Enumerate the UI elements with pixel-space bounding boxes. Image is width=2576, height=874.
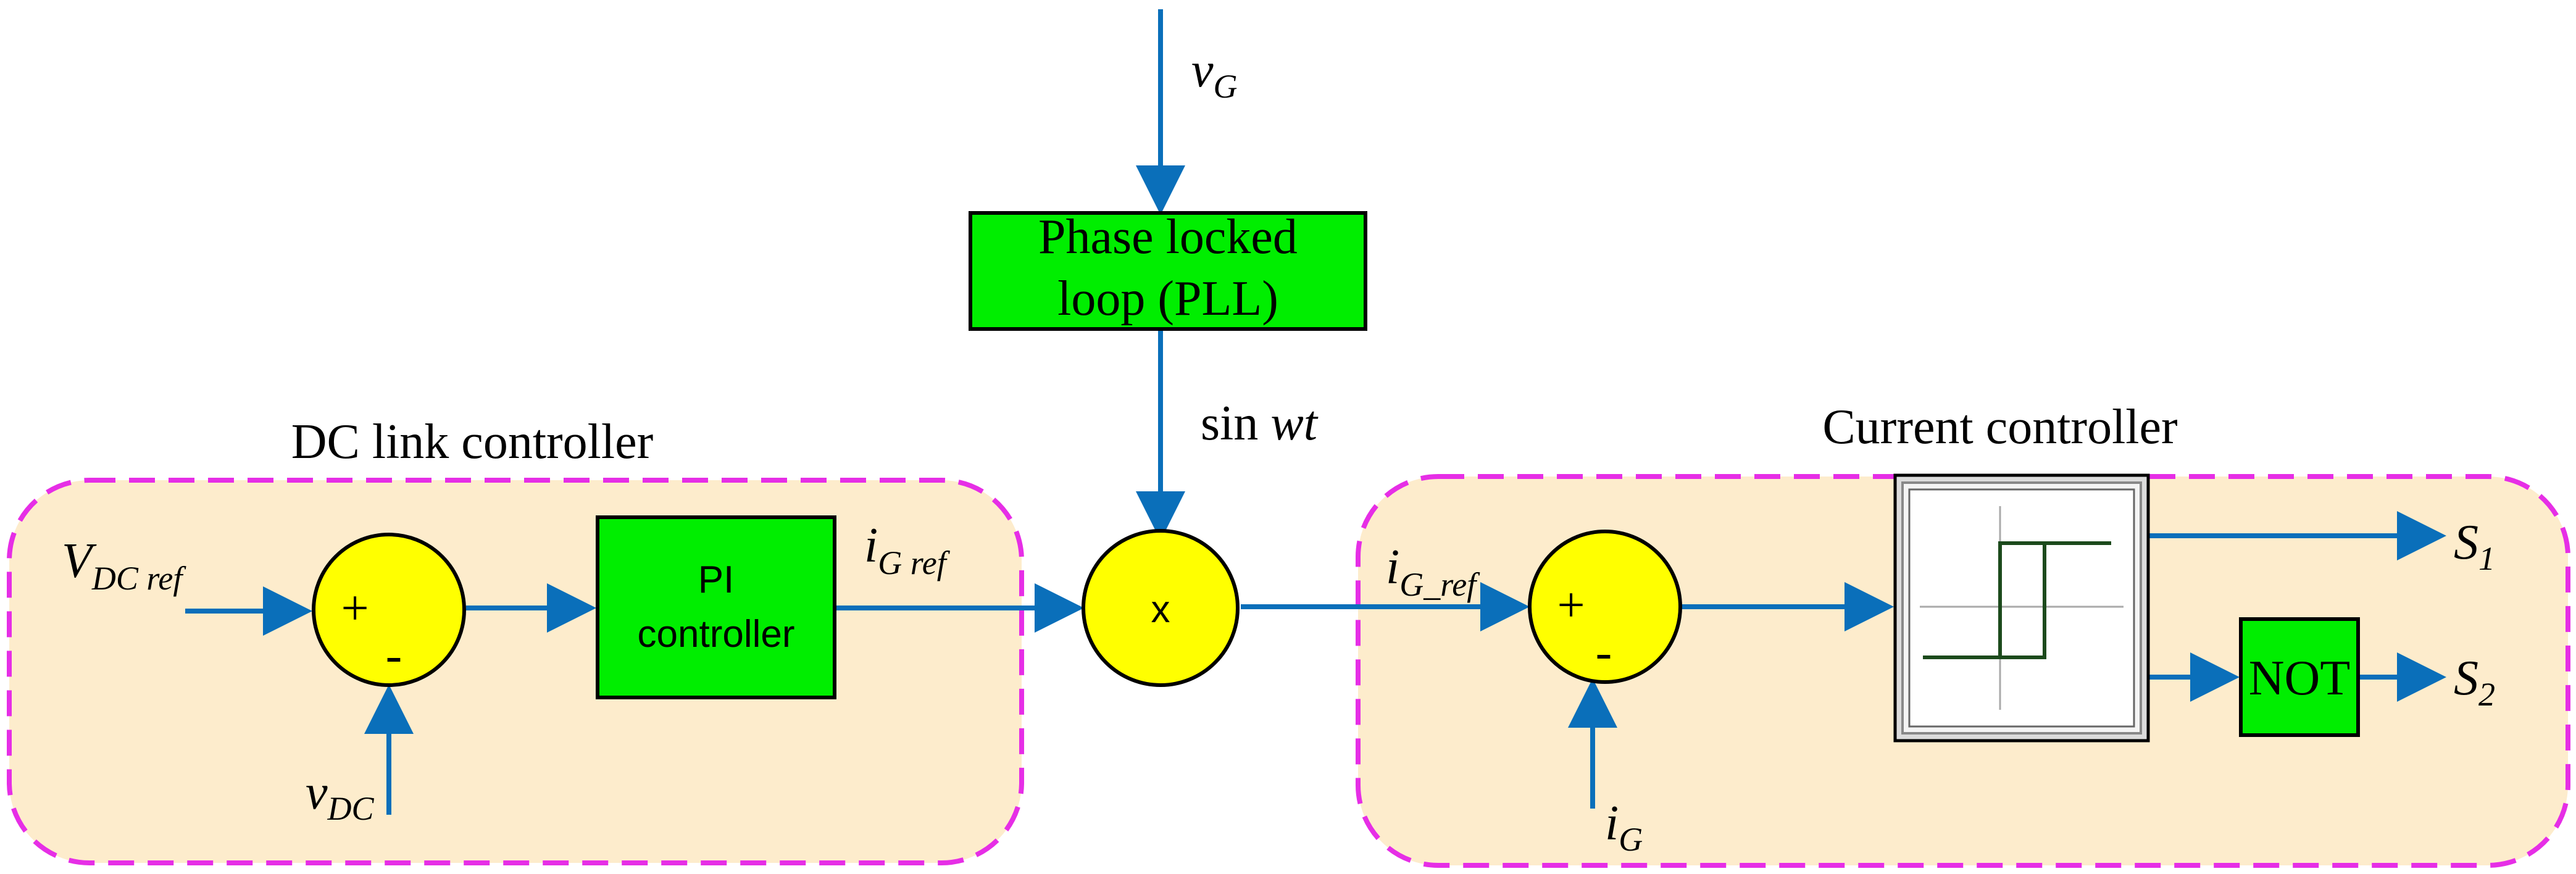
current-summing-junction <box>1528 530 1682 684</box>
pll-label-line2: loop (PLL) <box>1057 272 1278 326</box>
pi-label-line1: PI <box>698 559 735 601</box>
grid-voltage-label: vG <box>1191 43 1238 105</box>
ig-ref-output-label: iG ref <box>864 518 951 581</box>
pi-controller-block <box>596 515 836 699</box>
pll-output-label: sin wt <box>1201 396 1319 451</box>
hysteresis-comparator-icon <box>1893 473 2150 743</box>
summer1-minus-sign: - <box>386 628 402 683</box>
summer2-plus-sign: + <box>1557 578 1585 633</box>
summer2-minus-sign: - <box>1596 625 1612 680</box>
vdc-feedback-label: vDC <box>306 765 375 827</box>
not-gate-block <box>2239 617 2360 737</box>
multiplier-junction <box>1082 529 1240 687</box>
current-controller-title: Current controller <box>1822 400 2177 454</box>
not-gate-label: NOT <box>2249 651 2350 705</box>
s2-output-label: S2 <box>2454 651 2495 713</box>
dc-link-controller-title: DC link controller <box>291 415 654 469</box>
pll-block <box>969 211 1367 331</box>
vdc-ref-label: VDC ref <box>62 534 186 597</box>
multiplier-symbol: x <box>1151 588 1170 631</box>
dc-link-summing-junction <box>312 533 466 687</box>
s1-output-label: S1 <box>2454 515 2495 577</box>
summer1-plus-sign: + <box>341 581 369 636</box>
ig-feedback-label: iG <box>1605 796 1643 858</box>
ig-ref-input-label: iG_ref <box>1386 540 1480 603</box>
pll-label-line1: Phase locked <box>1038 210 1298 264</box>
pi-label-line2: controller <box>638 613 795 656</box>
